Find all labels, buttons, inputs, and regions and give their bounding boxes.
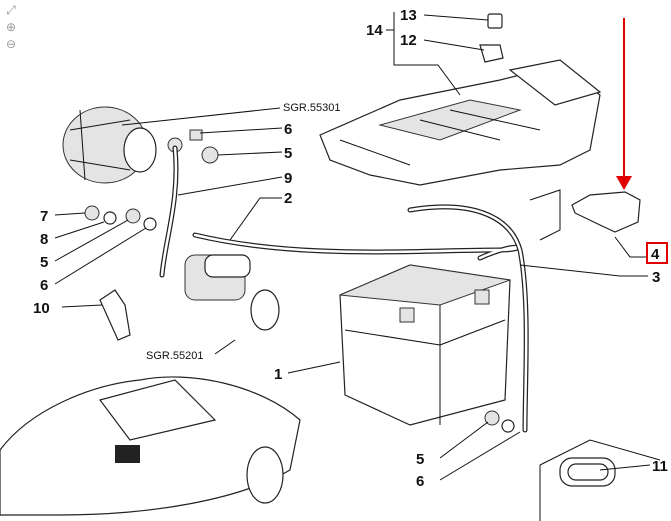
highlight-box: [646, 242, 668, 264]
callout-10[interactable]: 10: [33, 300, 50, 317]
nut-washer-set[interactable]: [84, 129, 219, 231]
fuse-12[interactable]: [479, 44, 504, 63]
ref-sgr-55201[interactable]: SGR.55201: [146, 350, 203, 362]
callout-8[interactable]: 8: [40, 231, 48, 248]
starter-motor[interactable]: [184, 254, 280, 331]
leader-lines: [54, 12, 651, 481]
callout-2[interactable]: 2: [284, 190, 292, 207]
battery[interactable]: [339, 264, 511, 426]
callout-6b[interactable]: 6: [40, 277, 48, 294]
callout-7[interactable]: 7: [40, 208, 48, 225]
callout-5c[interactable]: 5: [416, 451, 424, 468]
washer-6[interactable]: [501, 419, 515, 433]
alternator[interactable]: [62, 106, 157, 184]
callout-3[interactable]: 3: [652, 269, 660, 286]
zoom-out-icon[interactable]: ⊖: [5, 37, 17, 51]
callout-14[interactable]: 14: [366, 22, 383, 39]
callout-4[interactable]: 4: [651, 246, 660, 263]
callout-5b[interactable]: 5: [40, 254, 48, 271]
battery-location-marker: [115, 445, 140, 463]
fuse-13[interactable]: [487, 13, 503, 29]
nut-5[interactable]: [484, 410, 500, 426]
zoom-in-icon[interactable]: ⊕: [5, 20, 17, 34]
callout-6c[interactable]: 6: [416, 473, 424, 490]
callout-5[interactable]: 5: [284, 145, 292, 162]
cables: [159, 145, 529, 433]
callout-13[interactable]: 13: [400, 7, 417, 24]
ref-sgr-55301[interactable]: SGR.55301: [283, 102, 340, 114]
callout-1[interactable]: 1: [274, 366, 282, 383]
red-arrow-icon: [616, 18, 632, 190]
callout-6[interactable]: 6: [284, 121, 292, 138]
callout-9[interactable]: 9: [284, 170, 292, 187]
clamp-11[interactable]: [539, 439, 661, 521]
callout-12[interactable]: 12: [400, 32, 417, 49]
car-outline[interactable]: [0, 376, 301, 516]
fit-icon[interactable]: ⤢: [6, 3, 16, 17]
bracket-10[interactable]: [99, 289, 131, 341]
fuse-box[interactable]: [319, 59, 602, 186]
callout-11[interactable]: 11: [652, 458, 668, 475]
terminal-cover[interactable]: [571, 191, 641, 233]
